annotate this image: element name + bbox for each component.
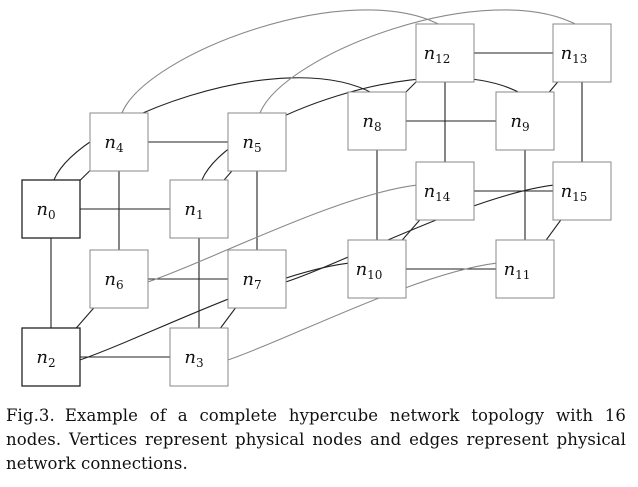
node-subscript: 0 [48,208,56,222]
node-box [169,327,229,387]
node-subscript: 12 [435,52,450,66]
node-subscript: 5 [254,141,262,155]
edge-n7-n15 [285,184,554,283]
node-subscript: 11 [515,268,530,282]
node-subscript: 10 [367,268,382,282]
edge-n2-n10 [79,262,349,361]
node-subscript: 8 [374,120,382,134]
node-box [227,112,287,172]
node-subscript: 7 [254,278,262,292]
node-box [21,327,81,387]
node-n1: n1 [169,179,229,239]
node-subscript: 13 [572,52,587,66]
node-box [89,112,149,172]
node-subscript: 6 [116,278,124,292]
node-box [169,179,229,239]
node-subscript: 14 [435,190,451,204]
edge-n5-n13 [259,9,580,114]
node-n0: n0 [21,179,81,239]
node-n9: n9 [495,91,555,151]
node-subscript: 4 [116,141,124,155]
node-box [552,23,612,83]
node-box [495,91,555,151]
edge-n4-n12 [121,9,443,114]
hypercube-diagram: n0 n1 n2 n3 n4 n5 n6 n7 n8 n9 n10 n11 n12 n13 n14 n15 [21,9,612,387]
node-n7: n7 [227,249,287,309]
edge-n1-n9 [201,77,523,181]
nodes-layer: n0 n1 n2 n3 n4 n5 n6 n7 n8 n9 n10 n11 n12 n13 n14 n15 [21,23,612,387]
node-n4: n4 [89,112,149,172]
node-n2: n2 [21,327,81,387]
node-subscript: 15 [572,190,587,204]
node-box [415,23,475,83]
node-n13: n13 [552,23,612,83]
node-box [495,239,555,299]
caption-label: Fig.3. [6,406,55,425]
node-box [227,249,287,309]
node-subscript: 2 [48,356,56,370]
figure-caption: Fig.3.Example of a complete hypercube ne… [6,404,626,476]
node-subscript: 1 [196,208,204,222]
node-box [415,161,475,221]
node-subscript: 3 [196,356,204,370]
node-n10: n10 [347,239,407,299]
node-n14: n14 [415,161,475,221]
node-n15: n15 [552,161,612,221]
node-n12: n12 [415,23,475,83]
edge-n3-n11 [227,262,497,361]
node-subscript: 9 [522,120,530,134]
node-n11: n11 [495,239,555,299]
node-box [347,91,407,151]
node-box [552,161,612,221]
edge-n0-n8 [53,77,375,181]
node-n6: n6 [89,249,149,309]
node-n8: n8 [347,91,407,151]
node-n3: n3 [169,327,229,387]
caption-text: Example of a complete hypercube network … [6,406,626,473]
node-box [347,239,407,299]
edge-n6-n14 [147,184,417,283]
node-n5: n5 [227,112,287,172]
node-box [21,179,81,239]
node-box [89,249,149,309]
